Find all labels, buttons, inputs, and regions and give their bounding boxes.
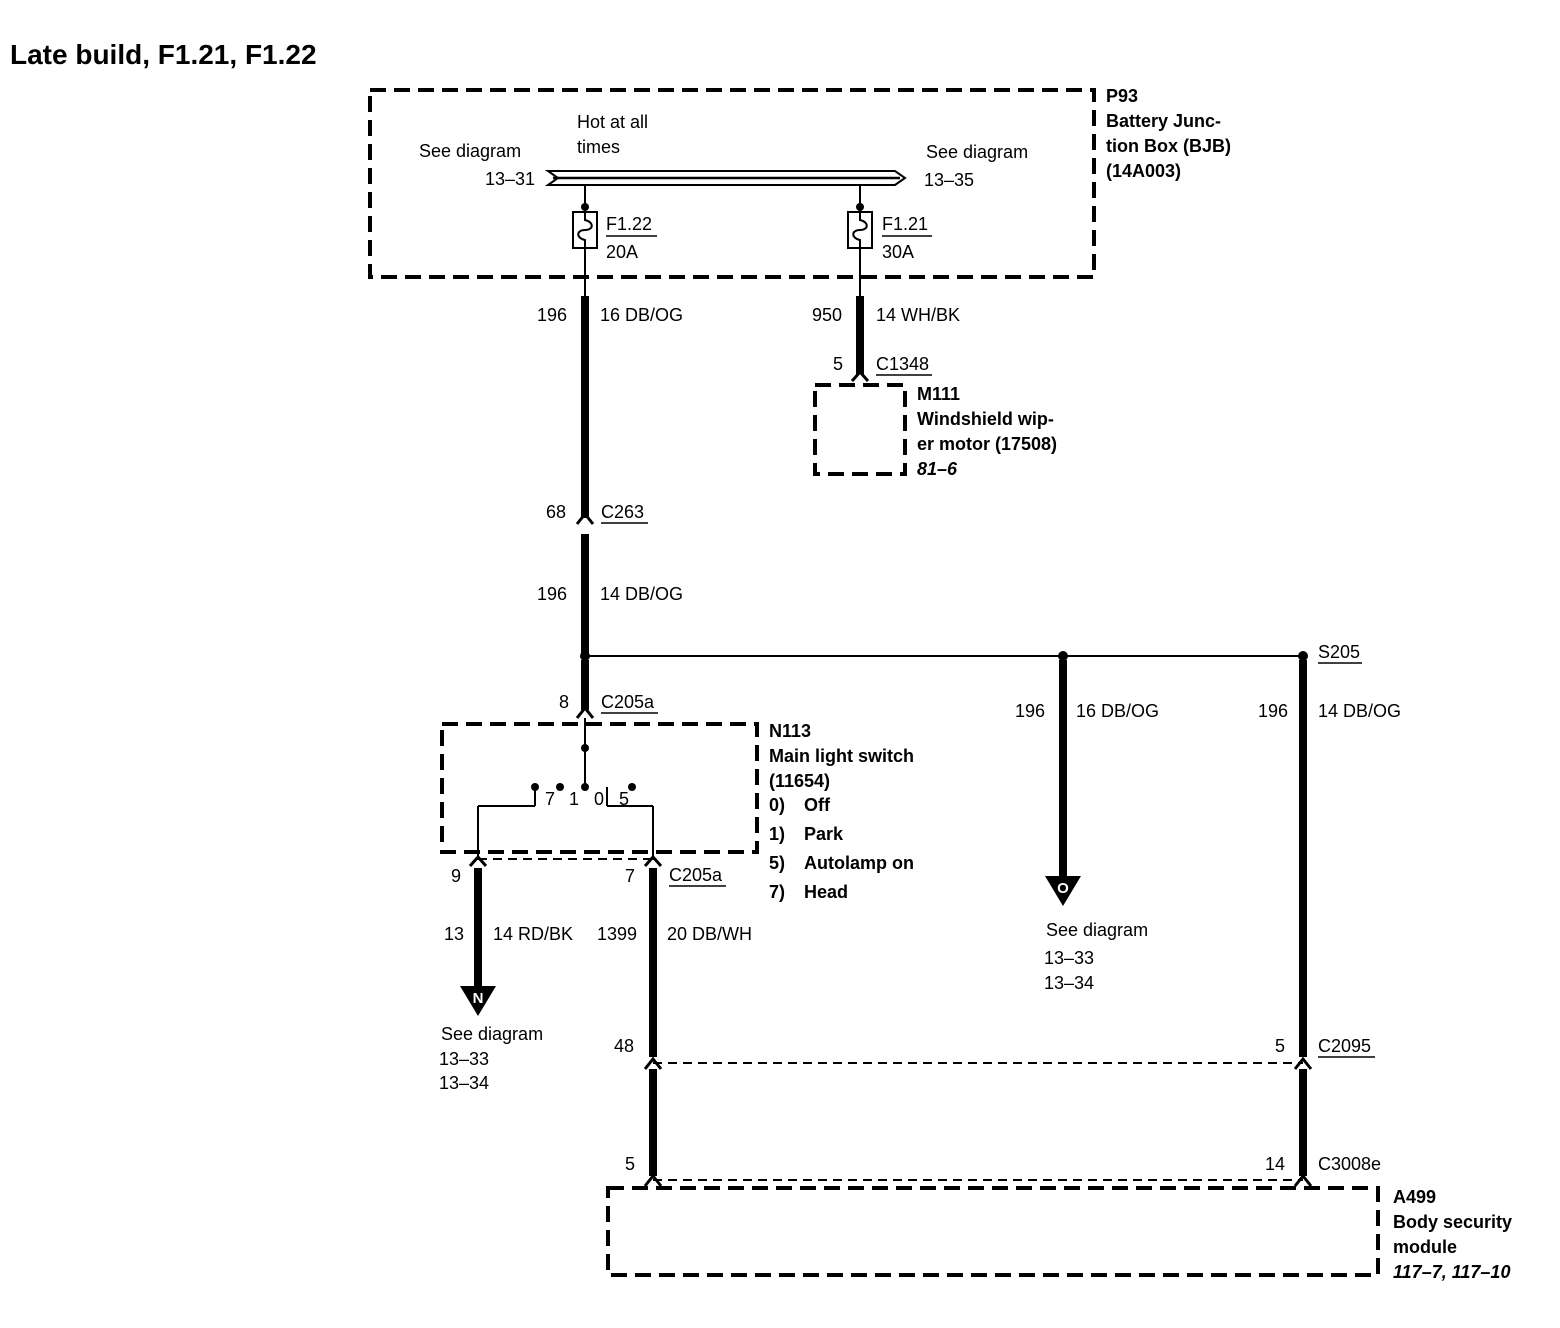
n113-pos-2-label: Autolamp on	[804, 853, 914, 873]
offpage-o-arrow-icon[interactable]	[1045, 876, 1081, 906]
s205-label: S205	[1318, 642, 1360, 662]
n113-pos-0-num: 0)	[769, 795, 785, 815]
p93-junction-box-outline	[368, 88, 1096, 279]
n113-pos-0-label: Off	[804, 795, 831, 815]
wire-13-circuit: 13	[444, 924, 464, 944]
c2095-right-icon	[1293, 1056, 1313, 1070]
hot-bus-bar	[544, 170, 907, 186]
bus-right-ref-label[interactable]: See diagram	[926, 142, 1028, 162]
splice-dot-left	[580, 651, 590, 661]
p93-id: P93	[1106, 86, 1138, 106]
wire-950-circuit: 950	[812, 305, 842, 325]
c3008e-pin-left: 5	[625, 1154, 635, 1174]
n113-pos-2-num: 5)	[769, 853, 785, 873]
page-title: Late build, F1.21, F1.22	[10, 39, 317, 70]
n113-main-light-switch-outline	[440, 722, 759, 854]
bus-left-ref-num[interactable]: 13–31	[485, 169, 535, 189]
offpage-n-ref2[interactable]: 13–34	[439, 1073, 489, 1093]
c2095-pin-left: 48	[614, 1036, 634, 1056]
m111-line2: er motor (17508)	[917, 434, 1057, 454]
n113-line2: (11654)	[769, 771, 830, 791]
a499-line1: Body security	[1393, 1212, 1512, 1232]
offpage-n-ref1[interactable]: 13–33	[439, 1049, 489, 1069]
a499-line2: module	[1393, 1237, 1457, 1257]
offpage-o-ref2[interactable]: 13–34	[1044, 973, 1094, 993]
offpage-o-ref1[interactable]: 13–33	[1044, 948, 1094, 968]
c205a-pin7-icon	[643, 854, 663, 867]
offpage-o-letter: O	[1057, 880, 1069, 897]
m111-ref[interactable]: 81–6	[917, 459, 958, 479]
offpage-n-letter: N	[473, 990, 484, 1007]
n113-pos-3-label: Head	[804, 882, 848, 902]
switch-pos-5: 5	[619, 789, 629, 809]
c2095-name: C2095	[1318, 1036, 1371, 1056]
c3008e-right-icon	[1293, 1173, 1313, 1187]
n113-line1: Main light switch	[769, 746, 914, 766]
bus-left-ref-label[interactable]: See diagram	[419, 141, 521, 161]
c263-name: C263	[601, 502, 644, 522]
a499-ref[interactable]: 117–7, 117–10	[1393, 1262, 1510, 1282]
m111-id: M111	[917, 384, 960, 404]
wire-196-top-spec: 16 DB/OG	[600, 305, 683, 325]
c205a-top-pin: 8	[559, 692, 569, 712]
fuse-f1-22-rating: 20A	[606, 242, 638, 262]
n113-id: N113	[769, 721, 811, 741]
a499-id: A499	[1393, 1187, 1436, 1207]
c2095-pin-right: 5	[1275, 1036, 1285, 1056]
p93-name-line2: tion Box (BJB)	[1106, 136, 1231, 156]
wire-1399-spec: 20 DB/WH	[667, 924, 752, 944]
c3008e-pin-right: 14	[1265, 1154, 1285, 1174]
bus-right-ref-num[interactable]: 13–35	[924, 170, 974, 190]
c205a-pin9: 9	[451, 866, 461, 886]
fuse-f1-21-id: F1.21	[882, 214, 928, 234]
hot-label-line2: times	[577, 137, 620, 157]
c1348-pin: 5	[833, 354, 843, 374]
offpage-n-arrow-icon[interactable]	[460, 986, 496, 1016]
c205a-bottom-name: C205a	[669, 865, 723, 885]
c1348-connector-icon	[850, 369, 870, 382]
c263-connector-icon	[575, 511, 595, 525]
c205a-pin7: 7	[625, 866, 635, 886]
wire-196-mid-circuit: 196	[537, 584, 567, 604]
offpage-o-label[interactable]: See diagram	[1046, 920, 1148, 940]
switch-pos-0: 0	[594, 789, 604, 809]
splice-dot-right	[1298, 651, 1308, 661]
p93-name-line3: (14A003)	[1106, 161, 1181, 181]
hot-label-line1: Hot at all	[577, 112, 648, 132]
wire-196-top-circuit: 196	[537, 305, 567, 325]
wire-196-mid-spec: 14 DB/OG	[600, 584, 683, 604]
wire-196-right-spec: 14 DB/OG	[1318, 701, 1401, 721]
switch-pos-7: 7	[545, 789, 555, 809]
p93-name-line1: Battery Junc-	[1106, 111, 1221, 131]
fuse-f1-21-icon	[847, 185, 873, 300]
offpage-n-label[interactable]: See diagram	[441, 1024, 543, 1044]
switch-contacts-icon	[477, 718, 654, 860]
n113-pos-1-label: Park	[804, 824, 844, 844]
switch-pos-1: 1	[569, 789, 579, 809]
wire-950-spec: 14 WH/BK	[876, 305, 960, 325]
a499-body-security-module-outline	[606, 1186, 1380, 1277]
fuse-f1-22-id: F1.22	[606, 214, 652, 234]
c205a-top-connector-icon	[575, 705, 595, 719]
wire-1399-circuit: 1399	[597, 924, 637, 944]
splice-dot-center	[1058, 651, 1068, 661]
fuse-f1-22-icon	[572, 185, 598, 300]
c2095-left-icon	[643, 1056, 663, 1070]
c3008e-left-icon	[643, 1173, 663, 1187]
m111-wiper-motor-outline	[813, 383, 907, 476]
c1348-name: C1348	[876, 354, 929, 374]
wire-196-center-spec: 16 DB/OG	[1076, 701, 1159, 721]
c205a-top-name: C205a	[601, 692, 655, 712]
m111-line1: Windshield wip-	[917, 409, 1054, 429]
wire-196-center-circuit: 196	[1015, 701, 1045, 721]
fuse-f1-21-rating: 30A	[882, 242, 914, 262]
wire-196-right-circuit: 196	[1258, 701, 1288, 721]
c205a-pin9-icon	[468, 854, 488, 867]
c263-pin: 68	[546, 502, 566, 522]
c3008e-name: C3008e	[1318, 1154, 1381, 1174]
n113-pos-1-num: 1)	[769, 824, 785, 844]
n113-pos-3-num: 7)	[769, 882, 785, 902]
wire-13-spec: 14 RD/BK	[493, 924, 573, 944]
